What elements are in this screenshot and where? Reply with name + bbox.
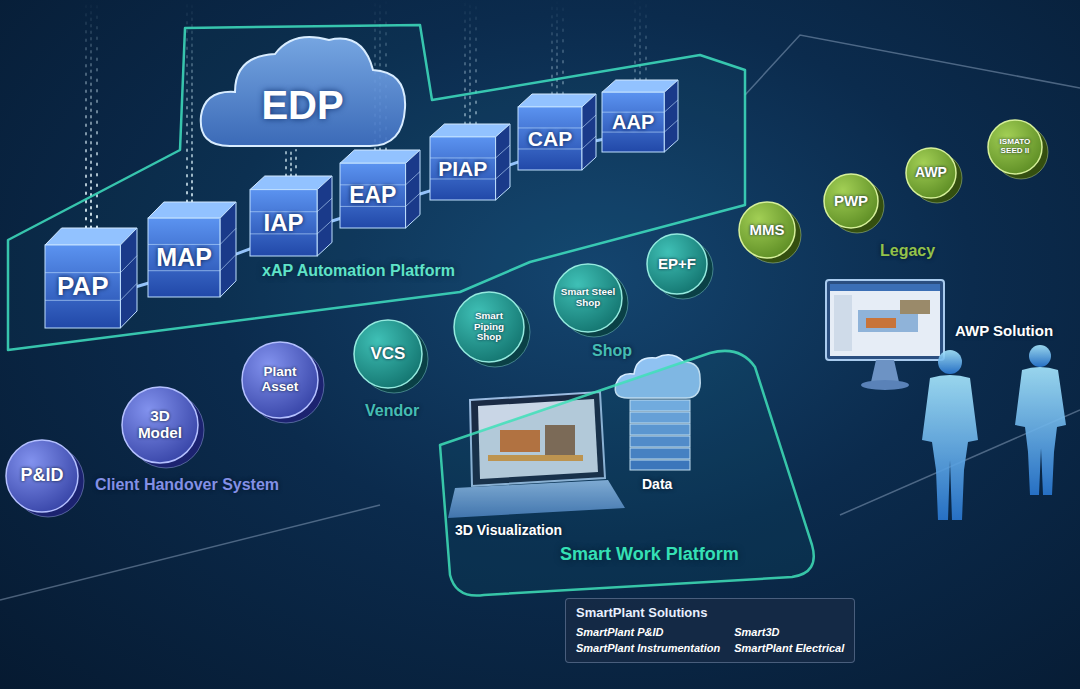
platform-cube: PAP	[45, 228, 137, 328]
text-slot: ISMATO SEED II	[993, 125, 1036, 168]
cylinder-label: Plant Asset	[250, 365, 311, 394]
text-slot: PAP	[45, 245, 120, 328]
label-slot: Client Handover System	[95, 476, 279, 494]
cylinder-label: PWP	[834, 193, 868, 209]
system-cylinder: MMS	[737, 200, 803, 266]
cylinder-label: VCS	[371, 345, 406, 363]
cube-label: MAP	[156, 244, 212, 272]
platform-cube: PIAP	[430, 124, 510, 200]
text-slot: PIAP	[430, 137, 496, 200]
cylinder-label: MMS	[749, 222, 784, 238]
cylinder-label: Smart Steel Shop	[561, 287, 615, 308]
system-cylinder: 3D Model	[120, 385, 206, 471]
cylinder-label: ISMATO SEED II	[993, 138, 1036, 155]
text-slot: 3D Model	[130, 395, 191, 456]
work-platform-region: Smart Work Platform	[420, 345, 820, 600]
region-label: Shop	[592, 342, 632, 360]
cylinder-label: AWP	[915, 165, 947, 180]
text-slot: VCS	[361, 327, 415, 381]
cylinder-label: P&ID	[20, 466, 63, 485]
cube-label: IAP	[264, 210, 304, 236]
label-slot: Legacy	[880, 242, 935, 260]
text-slot: AAP	[602, 92, 664, 152]
region-title: xAP Automation Platform	[262, 262, 455, 280]
region-label: Legacy	[880, 242, 935, 260]
platform-cube: IAP	[250, 176, 332, 256]
cube-label: AAP	[612, 111, 654, 133]
text-slot: EP+F	[653, 240, 701, 288]
text-slot: CAP	[518, 107, 582, 170]
label-slot: 3D Visualization	[455, 522, 562, 538]
system-cylinder: Smart Steel Shop	[552, 262, 630, 340]
system-cylinder: P&ID	[4, 438, 86, 520]
product-logo: SmartPlant P&ID	[576, 626, 720, 638]
cylinder-label: EP+F	[658, 256, 696, 272]
system-cylinder: Smart Piping Shop	[452, 290, 532, 370]
text-slot: MAP	[148, 218, 220, 297]
label-slot: Vendor	[365, 402, 419, 420]
logo-grid: SmartPlant P&ID Smart3D SmartPlant Instrum…	[576, 626, 844, 654]
cube-label: PIAP	[438, 157, 487, 180]
text-slot: AWP	[911, 153, 951, 193]
region-label: 3D Visualization	[455, 522, 562, 538]
platform-cube: EAP	[340, 150, 420, 228]
label-slot: Shop	[592, 342, 632, 360]
cloud-node: EDP	[195, 28, 410, 153]
text-slot: xAP Automation Platform	[262, 262, 455, 280]
product-logo: Smart3D	[734, 626, 844, 638]
text-slot: Smart Work Platform	[560, 544, 739, 565]
label-slot: Data	[642, 476, 672, 492]
system-cylinder: PWP	[822, 172, 886, 236]
system-cylinder: Plant Asset	[240, 340, 326, 426]
text-slot: Smart Steel Shop	[561, 271, 615, 325]
region-label: Vendor	[365, 402, 419, 420]
text-slot: P&ID	[13, 447, 71, 505]
text-slot: EDP	[225, 72, 380, 138]
platform-cube: AAP	[602, 80, 678, 152]
cube-label: CAP	[528, 127, 572, 150]
people-illustration	[922, 345, 1066, 520]
text-slot: MMS	[745, 208, 790, 253]
region-label: Client Handover System	[95, 476, 279, 494]
cube-label: PAP	[57, 272, 109, 301]
region-label: Data	[642, 476, 672, 492]
cylinder-label: Smart Piping Shop	[461, 311, 517, 343]
cylinder-label: 3D Model	[130, 408, 191, 441]
panel-title: SmartPlant Solutions	[576, 605, 844, 620]
text-slot: EAP	[340, 163, 406, 228]
region-title: Smart Work Platform	[560, 544, 739, 565]
text-slot: Plant Asset	[250, 350, 311, 411]
cloud-label: EDP	[261, 84, 343, 126]
platform-cube: MAP	[148, 202, 236, 297]
system-cylinder: EP+F	[645, 232, 715, 302]
region-label: AWP Solution	[955, 322, 1053, 339]
product-logo: SmartPlant Instrumentation	[576, 642, 720, 654]
system-cylinder: VCS	[352, 318, 430, 396]
system-cylinder: ISMATO SEED II	[986, 118, 1050, 182]
monitor-illustration	[826, 280, 944, 390]
text-slot: Smart Piping Shop	[461, 299, 517, 355]
platform-cube: CAP	[518, 94, 596, 170]
system-cylinder: AWP	[904, 146, 964, 206]
text-slot: IAP	[250, 190, 317, 256]
product-logo: SmartPlant Electrical	[734, 642, 844, 654]
solutions-panel: SmartPlant SolutionsSmartPlant P&IDSmart…	[565, 598, 855, 663]
text-slot: PWP	[829, 179, 872, 222]
cube-label: EAP	[349, 183, 396, 208]
label-slot: AWP Solution	[955, 322, 1053, 339]
